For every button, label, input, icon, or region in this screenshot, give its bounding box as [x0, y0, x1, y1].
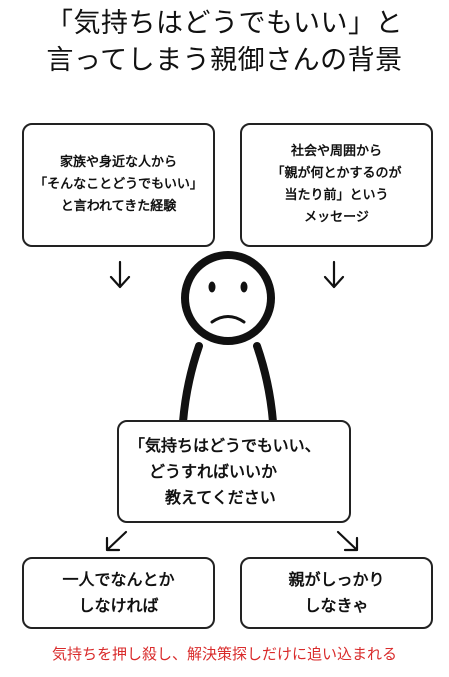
conclusion-caption: 気持ちを押し殺し、解決策探しだけに追い込まれる — [51, 645, 397, 663]
box-text-line: 親がしっかり — [288, 570, 385, 589]
box-text-line: 「親が何とかするのが — [271, 166, 402, 181]
box-text-line: 一人でなんとか — [62, 570, 175, 589]
box-text-line: 「気持ちはどうでもいい、 — [129, 435, 321, 455]
arrow-diagonal-right-icon — [336, 530, 359, 552]
box-text-line: しなければ — [78, 596, 159, 615]
society-message-box: 社会や周囲から 「親が何とかするのが 当たり前」という メッセージ — [240, 123, 433, 247]
box-text-line: と言われてきた経験 — [60, 199, 177, 214]
box-text-line: 「そんなことどうでもいい」 — [34, 177, 203, 192]
title-line-1: 「気持ちはどうでもいい」と — [46, 8, 403, 39]
arrow-down-right-icon — [323, 260, 345, 289]
box-text-line: 社会や周囲から — [290, 144, 382, 159]
title-line-2: 言ってしまう親御さんの背景 — [46, 45, 403, 76]
box-text-line: メッセージ — [304, 210, 369, 225]
box-text-line: 教えてください — [165, 487, 276, 507]
worried-person-icon — [179, 251, 277, 426]
do-it-alone-box: 一人でなんとか しなければ — [22, 557, 215, 629]
box-text-line: 当たり前」という — [284, 188, 389, 203]
box-text-line: 家族や身近な人から — [59, 155, 177, 170]
parent-must-be-strong-box: 親がしっかり しなきゃ — [240, 557, 433, 629]
parent-request-box: 「気持ちはどうでもいい、 どうすればいいか 教えてください — [117, 420, 351, 523]
arrow-diagonal-left-icon — [105, 530, 128, 552]
family-experience-box: 家族や身近な人から 「そんなことどうでもいい」 と言われてきた経験 — [22, 123, 215, 247]
arrow-down-left-icon — [109, 260, 131, 289]
box-text-line: しなきゃ — [304, 596, 369, 615]
box-text-line: どうすればいいか — [149, 461, 278, 481]
